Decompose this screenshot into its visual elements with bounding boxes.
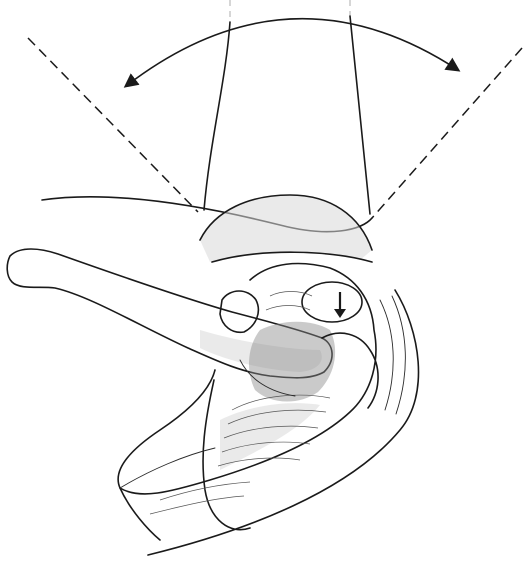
range-of-motion-lines	[28, 38, 522, 218]
down-arrow-icon	[334, 309, 346, 318]
glenoid-circle	[302, 282, 362, 322]
humeral-head	[200, 195, 372, 262]
rotation-arrow-icon	[126, 19, 458, 86]
left-range-line	[28, 38, 198, 212]
humerus-shaft	[204, 16, 370, 214]
scapula	[118, 264, 376, 540]
right-range-line	[372, 48, 522, 218]
coracoid-process	[220, 291, 258, 332]
